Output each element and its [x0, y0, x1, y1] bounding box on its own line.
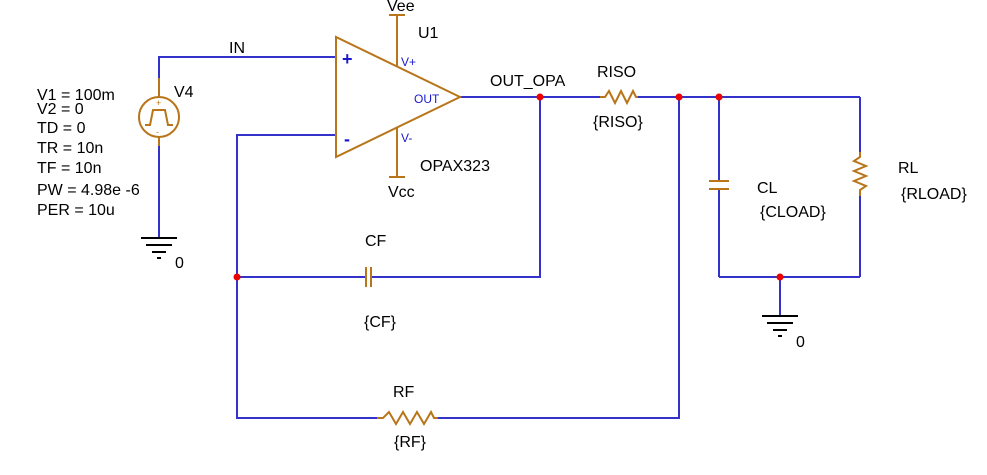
- opamp-pin-out: OUT: [414, 92, 440, 106]
- opamp-pin-vplus: V+: [401, 55, 416, 69]
- net-label-in: IN: [229, 40, 245, 57]
- source-param: V1 = 100m: [37, 87, 115, 104]
- junction-load-ground: [776, 273, 784, 281]
- rf-resistor: [377, 409, 438, 426]
- rl-ref: RL: [898, 160, 919, 177]
- source-param: TR = 10n: [37, 140, 103, 157]
- net-label-out-opa: OUT_OPA: [490, 73, 566, 90]
- ground-label-right: 0: [796, 334, 805, 351]
- source-param: TF = 10n: [37, 160, 101, 177]
- cl-ref: CL: [757, 180, 778, 197]
- source-param: PER = 10u: [37, 202, 115, 219]
- ground-icon-right: [762, 315, 798, 337]
- junction-load-left: [675, 93, 683, 101]
- opamp-pin-vminus: V-: [401, 131, 412, 145]
- opamp-minus-sign: -: [344, 129, 350, 149]
- source-param: PW = 4.98e -6: [37, 182, 140, 199]
- wire-cf-right: [371, 97, 541, 278]
- pulse-source-plus-mark: +: [156, 98, 161, 108]
- junction-load-right: [715, 93, 723, 101]
- junctions: [233, 93, 784, 281]
- components: + -: [138, 14, 869, 426]
- opamp-plus-sign: +: [342, 49, 353, 69]
- cf-ref: CF: [365, 233, 387, 250]
- source-ref: V4: [174, 84, 194, 101]
- ground-icon-left: [141, 237, 177, 259]
- opamp-supply-top-label: Vee: [387, 0, 415, 15]
- cf-value: {CF}: [364, 314, 397, 331]
- rf-ref: RF: [393, 384, 415, 401]
- source-param: TD = 0: [37, 120, 86, 137]
- junction-feedback-left: [233, 273, 241, 281]
- wire-rf-right: [438, 97, 680, 419]
- pulse-source-waveform-icon: [145, 109, 173, 126]
- cl-value: {CLOAD}: [760, 204, 826, 221]
- rl-resistor: [851, 152, 869, 196]
- riso-resistor: [600, 88, 638, 106]
- source-params: V1 = 100m V2 = 0 TD = 0 TR = 10n TF = 10…: [37, 87, 140, 219]
- riso-value: {RISO}: [593, 114, 643, 131]
- opamp-model: OPAX323: [420, 158, 490, 175]
- ground-label-left: 0: [175, 255, 184, 272]
- wires: [158, 56, 861, 419]
- labels: IN OUT_OPA + - V+ V- OUT Vee Vcc U1 OPAX…: [37, 0, 967, 451]
- opamp-ref: U1: [418, 25, 439, 42]
- pulse-source-minus-mark: -: [156, 127, 159, 137]
- junction-out-opa: [536, 93, 544, 101]
- source-param: V2 = 0: [37, 101, 84, 118]
- rf-value: {RF}: [394, 434, 427, 451]
- opamp-supply-bottom-label: Vcc: [388, 184, 415, 201]
- rl-value: {RLOAD}: [901, 186, 967, 203]
- wire-in: [158, 56, 336, 78]
- riso-ref: RISO: [597, 64, 636, 81]
